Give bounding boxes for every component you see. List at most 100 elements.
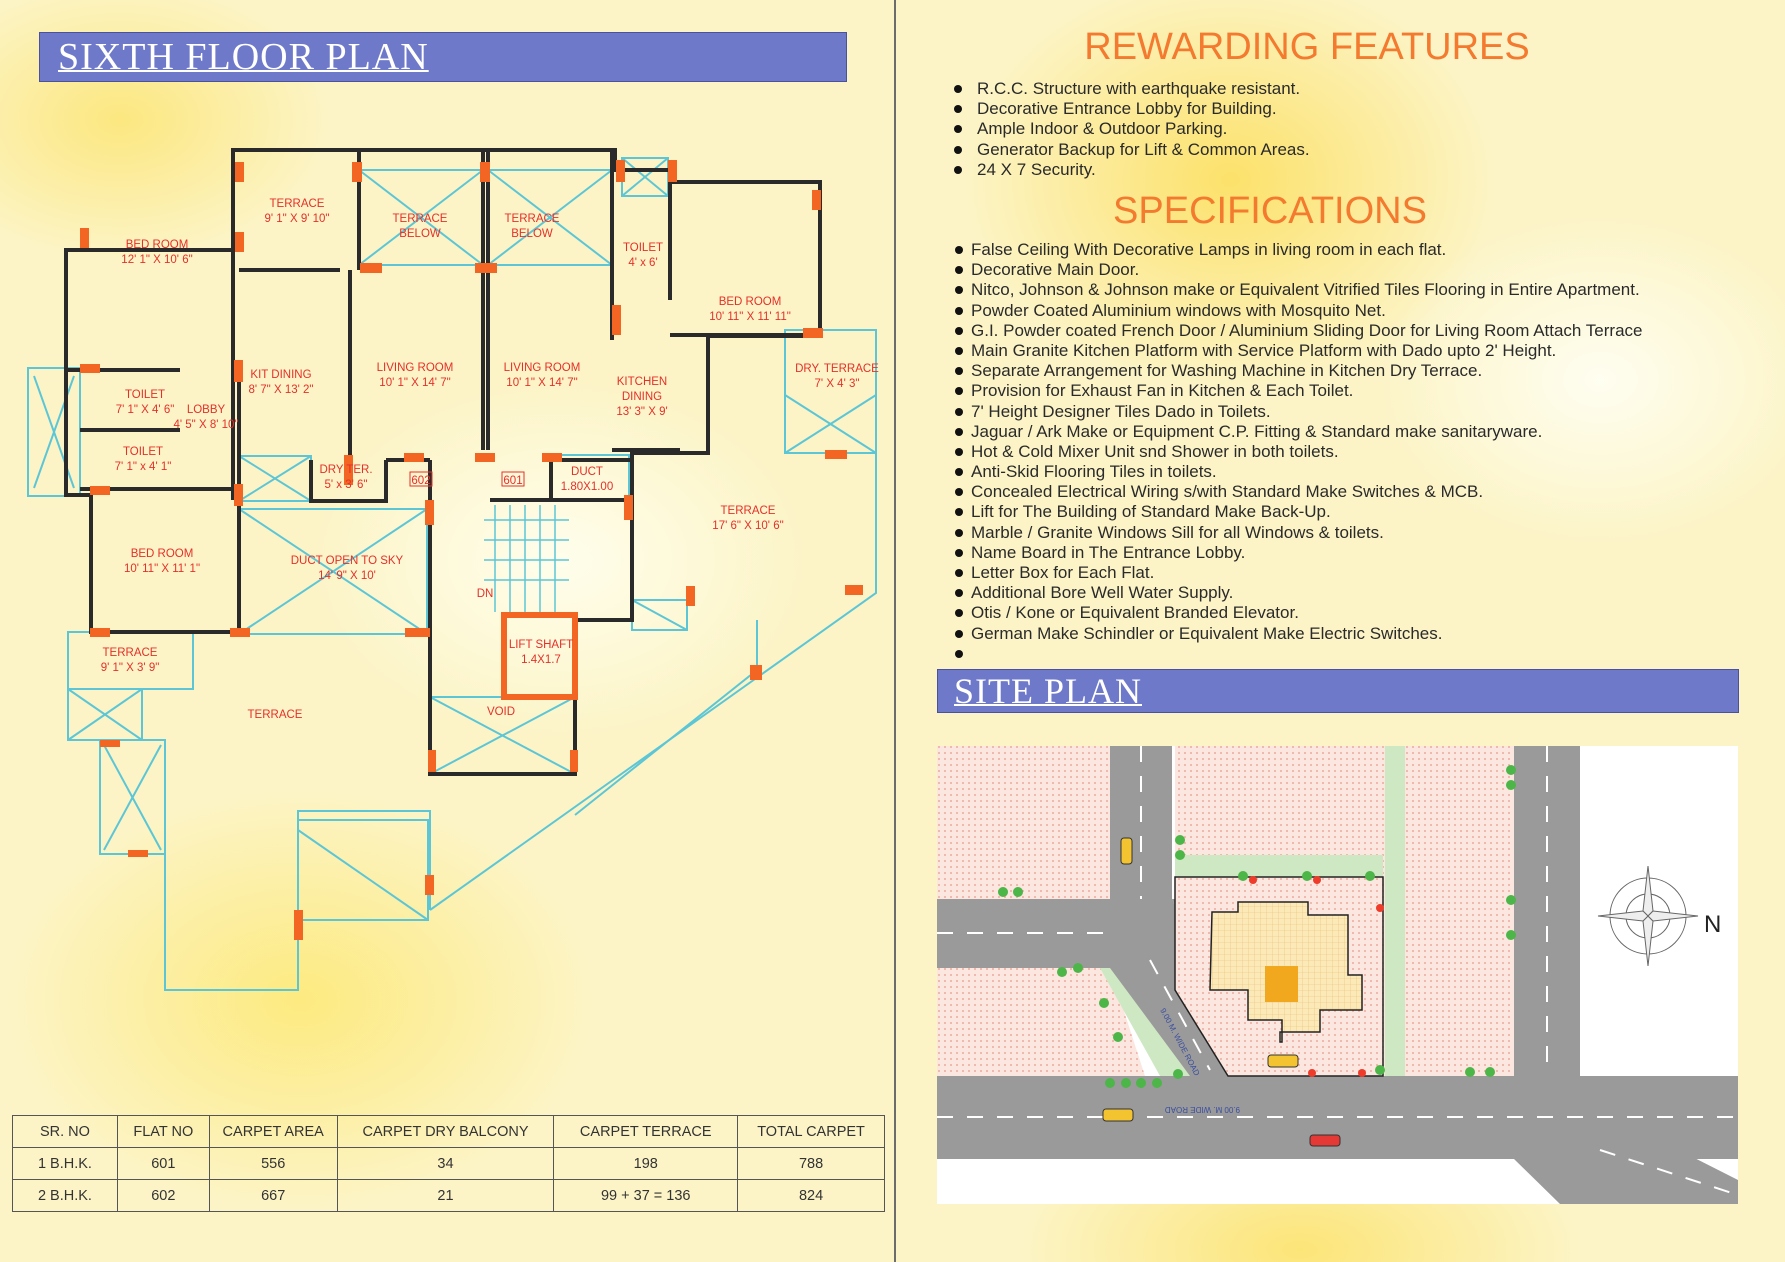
svg-text:1.4X1.7: 1.4X1.7 bbox=[521, 654, 561, 666]
table-cell: 601 bbox=[116, 1147, 210, 1180]
carpet-area-table: SR. NO FLAT NO CARPET AREA CARPET DRY BA… bbox=[12, 1115, 885, 1212]
list-item: Nitco, Johnson & Johnson make or Equival… bbox=[954, 280, 1643, 300]
list-item-text: Concealed Electrical Wiring s/with Stand… bbox=[971, 482, 1484, 502]
list-item: Generator Backup for Lift & Common Areas… bbox=[950, 140, 1310, 160]
svg-text:17' 6" X 10' 6": 17' 6" X 10' 6" bbox=[712, 520, 783, 532]
header-cell: TOTAL CARPET bbox=[737, 1115, 885, 1148]
bullet-icon bbox=[954, 105, 962, 114]
svg-text:TERRACE: TERRACE bbox=[505, 213, 560, 225]
list-item-text: Provision for Exhaust Fan in Kitchen & E… bbox=[971, 381, 1354, 401]
list-item-text: False Ceiling With Decorative Lamps in l… bbox=[971, 240, 1447, 259]
list-item: Ample Indoor & Outdoor Parking. bbox=[950, 119, 1310, 139]
list-item-text: Otis / Kone or Equivalent Branded Elevat… bbox=[971, 603, 1299, 623]
list-item: Jaguar / Ark Make or Equipment C.P. Fitt… bbox=[954, 422, 1643, 442]
bullet-icon bbox=[955, 589, 963, 598]
svg-text:KITCHEN: KITCHEN bbox=[617, 376, 667, 388]
table-cell: 2 B.H.K. bbox=[12, 1179, 118, 1212]
svg-text:BELOW: BELOW bbox=[399, 228, 441, 240]
list-item-text: Nitco, Johnson & Johnson make or Equival… bbox=[971, 280, 1640, 300]
list-item-text: Decorative Main Door. bbox=[971, 260, 1140, 280]
bullet-icon bbox=[955, 326, 963, 335]
bullet-icon bbox=[955, 367, 963, 376]
list-item: Marble / Granite Windows Sill for all Wi… bbox=[954, 523, 1643, 543]
list-item-text: 24 X 7 Security. bbox=[977, 159, 1096, 179]
compass-icon bbox=[1597, 865, 1699, 967]
features-heading: REWARDING FEATURES bbox=[1084, 26, 1530, 68]
svg-text:10' 1" X 14' 7": 10' 1" X 14' 7" bbox=[506, 377, 577, 389]
list-item: Powder Coated Aluminium windows with Mos… bbox=[954, 301, 1643, 321]
header-cell: CARPET AREA bbox=[208, 1115, 338, 1148]
svg-text:TERRACE: TERRACE bbox=[721, 505, 776, 517]
table-cell: 824 bbox=[737, 1179, 885, 1212]
svg-text:BED ROOM: BED ROOM bbox=[719, 296, 782, 308]
list-item: Main Granite Kitchen Platform with Servi… bbox=[954, 341, 1643, 361]
features-list: R.C.C. Structure with earthquake resista… bbox=[950, 79, 1310, 180]
list-item: Hot & Cold Mixer Unit snd Shower in both… bbox=[954, 442, 1643, 462]
list-item-text: Generator Backup for Lift & Common Areas… bbox=[977, 139, 1310, 159]
list-item-text: Jaguar / Ark Make or Equipment C.P. Fitt… bbox=[971, 421, 1543, 441]
bullet-icon bbox=[955, 246, 963, 254]
site-plan-drawing: 9.00 M. WIDE ROAD 9.00 M. WIDE ROAD N bbox=[937, 746, 1738, 1204]
svg-text:TOILET: TOILET bbox=[125, 389, 165, 401]
svg-text:9' 1" X 3' 9": 9' 1" X 3' 9" bbox=[101, 662, 160, 674]
svg-text:DUCT: DUCT bbox=[571, 466, 603, 478]
svg-text:14' 9" X 10': 14' 9" X 10' bbox=[318, 570, 376, 582]
svg-text:KIT DINING: KIT DINING bbox=[250, 369, 311, 381]
list-item: Anti-Skid Flooring Tiles in toilets. bbox=[954, 462, 1643, 482]
list-item-text: Anti-Skid Flooring Tiles in toilets. bbox=[971, 462, 1217, 482]
list-item: Decorative Main Door. bbox=[954, 260, 1643, 280]
svg-text:TERRACE: TERRACE bbox=[270, 198, 325, 210]
compass-north-label: N bbox=[1704, 911, 1721, 938]
svg-text:7' 1" x 4' 1": 7' 1" x 4' 1" bbox=[115, 461, 172, 473]
bullet-icon bbox=[955, 528, 963, 537]
room-labels: TERRACE 9' 1" X 9' 10" TERRACE BELOW TERRA… bbox=[101, 198, 879, 721]
list-item-text: Decorative Entrance Lobby for Building. bbox=[977, 99, 1277, 119]
table-cell: 21 bbox=[336, 1179, 555, 1212]
svg-text:10' 1" X 14' 7": 10' 1" X 14' 7" bbox=[379, 377, 450, 389]
svg-text:4' x 6': 4' x 6' bbox=[628, 257, 657, 269]
svg-text:9' 1" X 9' 10": 9' 1" X 9' 10" bbox=[265, 213, 330, 225]
table-cell: 198 bbox=[553, 1147, 739, 1180]
list-item: Decorative Entrance Lobby for Building. bbox=[950, 99, 1310, 119]
site-plan-title-bar: SITE PLAN bbox=[937, 669, 1739, 713]
svg-text:DUCT OPEN TO SKY: DUCT OPEN TO SKY bbox=[291, 555, 404, 567]
svg-text:LIVING ROOM: LIVING ROOM bbox=[377, 362, 454, 374]
svg-text:LIVING ROOM: LIVING ROOM bbox=[504, 362, 581, 374]
road-label-bottom: 9.00 M. WIDE ROAD bbox=[1165, 1105, 1240, 1114]
site-plan-title: SITE PLAN bbox=[954, 671, 1142, 711]
svg-text:DN: DN bbox=[477, 588, 494, 600]
table-cell: 788 bbox=[737, 1147, 885, 1180]
list-item: Lift for The Building of Standard Make B… bbox=[954, 502, 1643, 522]
svg-text:LIFT SHAFT: LIFT SHAFT bbox=[509, 639, 573, 651]
bullet-icon bbox=[955, 629, 963, 638]
bullet-icon bbox=[955, 649, 963, 658]
bullet-icon bbox=[955, 387, 963, 396]
list-item-text: Additional Bore Well Water Supply. bbox=[971, 583, 1234, 603]
svg-text:TERRACE: TERRACE bbox=[393, 213, 448, 225]
svg-text:DRY. TERRACE: DRY. TERRACE bbox=[795, 363, 879, 375]
bullet-icon bbox=[954, 165, 962, 174]
bullet-icon bbox=[955, 488, 963, 497]
bullet-icon bbox=[954, 145, 962, 154]
list-item: Provision for Exhaust Fan in Kitchen & E… bbox=[954, 381, 1643, 401]
svg-text:7' 1" X 4' 6": 7' 1" X 4' 6" bbox=[116, 404, 175, 416]
table-cell: 556 bbox=[208, 1147, 338, 1180]
svg-text:DRY TER.: DRY TER. bbox=[319, 464, 372, 476]
svg-text:BED ROOM: BED ROOM bbox=[126, 239, 189, 251]
svg-text:1.80X1.00: 1.80X1.00 bbox=[561, 481, 613, 493]
bullet-icon bbox=[955, 306, 963, 315]
bullet-icon bbox=[955, 286, 963, 295]
svg-text:TOILET: TOILET bbox=[623, 242, 663, 254]
list-item-text: German Make Schindler or Equivalent Make… bbox=[971, 623, 1443, 643]
svg-text:10' 11" X 11' 11": 10' 11" X 11' 11" bbox=[709, 311, 791, 323]
svg-text:BED ROOM: BED ROOM bbox=[131, 548, 194, 560]
list-item-text: Ample Indoor & Outdoor Parking. bbox=[977, 119, 1228, 139]
floor-plan-drawing: TERRACE 9' 1" X 9' 10" TERRACE BELOW TERRA… bbox=[27, 148, 879, 991]
svg-text:VOID: VOID bbox=[487, 706, 515, 718]
list-item-text: Name Board in The Entrance Lobby. bbox=[971, 542, 1246, 562]
specifications-list: False Ceiling With Decorative Lamps in l… bbox=[954, 240, 1643, 664]
list-item-text: Lift for The Building of Standard Make B… bbox=[971, 502, 1331, 522]
list-item: Letter Box for Each Flat. bbox=[954, 563, 1643, 583]
list-item: German Make Schindler or Equivalent Make… bbox=[954, 624, 1643, 644]
svg-text:LOBBY: LOBBY bbox=[187, 404, 226, 416]
